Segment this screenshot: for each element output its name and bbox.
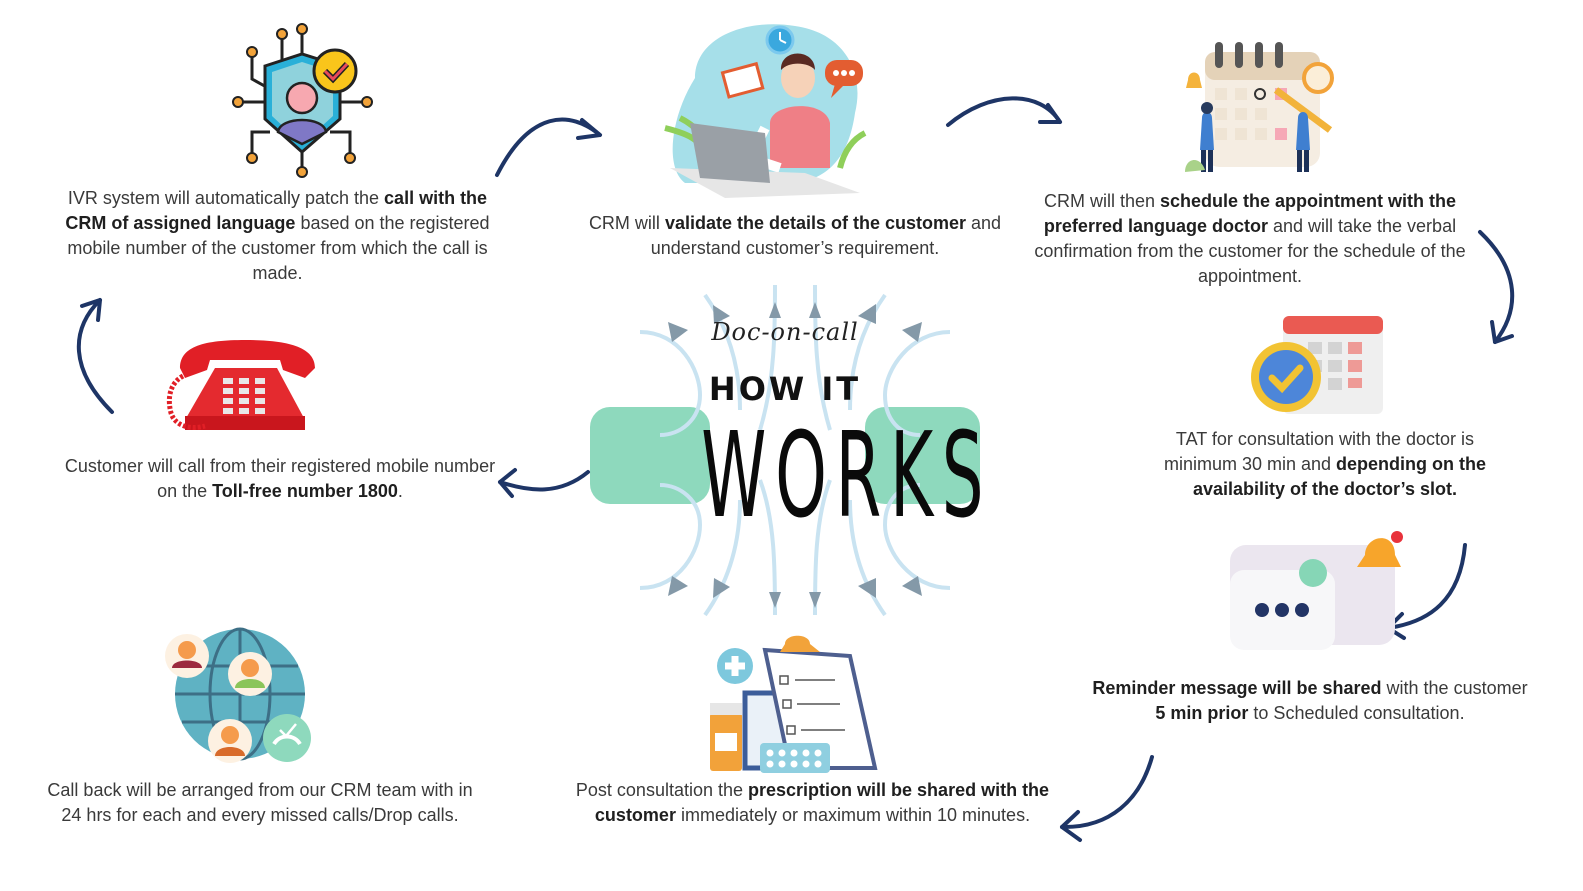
- highlight-text: schedule the appointment with the prefer…: [1043, 191, 1457, 236]
- step-customer-call-text: Customer will call from their registered…: [60, 454, 500, 504]
- body-text: and will take the verbal confirmation fr…: [1034, 216, 1466, 286]
- body-text: and understand customer’s requirement.: [650, 213, 1002, 258]
- flow-line: [639, 483, 703, 590]
- flow-arrowhead: [858, 304, 876, 324]
- step-crm-schedule-text: CRM will then schedule the appointment w…: [1030, 189, 1470, 289]
- flow-arrowhead: [809, 592, 821, 608]
- center-graphic: [580, 280, 990, 620]
- envelope-icon: [720, 61, 765, 99]
- body-text: CRM will: [588, 213, 665, 233]
- calendar-planning-icon: [1180, 40, 1335, 175]
- highlight-text: 5 min prior: [1155, 703, 1249, 723]
- step-callback-text: Call back will be arranged from our CRM …: [45, 778, 475, 828]
- subtitle-doc-on-call: Doc-on-call: [711, 318, 859, 346]
- arrow-crm-to-schedule: [946, 96, 1062, 127]
- flow-arrowhead: [902, 322, 922, 342]
- body-text: immediately or maximum within 10 minutes…: [675, 805, 1031, 825]
- flow-arrowhead: [902, 576, 922, 596]
- flow-line: [848, 293, 887, 411]
- calendar-check-icon: [1248, 310, 1388, 418]
- green-block-right: [865, 407, 980, 504]
- arrow-schedule-to-tat: [1478, 230, 1515, 344]
- highlight-text: call with the CRM of assigned language: [65, 188, 488, 233]
- flow-line: [882, 483, 951, 590]
- step-prescription-text: Post consultation the prescription will …: [575, 778, 1050, 828]
- title-how-it: HOW IT: [708, 370, 862, 408]
- highlight-text: Reminder message will be shared: [1092, 678, 1382, 698]
- flow-line: [813, 284, 832, 431]
- body-text: Post consultation the: [575, 780, 749, 800]
- flow-line: [882, 330, 951, 437]
- title-works: WORKS: [701, 406, 993, 544]
- bell-icon: [1186, 72, 1202, 88]
- flow-lines-decoration: [590, 284, 980, 617]
- highlight-text: validate the details of the customer: [664, 213, 967, 233]
- highlight-text: prescription will be shared with the cus…: [594, 780, 1050, 825]
- globe-people-callback-icon: [162, 626, 314, 766]
- stopwatch-icon: [1302, 62, 1334, 94]
- flow-line: [703, 293, 742, 411]
- step-reminder-text: Reminder message will be shared with the…: [1085, 676, 1535, 726]
- flow-arrowhead: [668, 322, 688, 342]
- flow-arrowhead: [713, 578, 730, 598]
- highlight-text: depending on the availability of the doc…: [1192, 454, 1487, 499]
- body-text: TAT for consultation with the doctor is …: [1163, 429, 1475, 474]
- flow-arrowhead: [769, 302, 781, 318]
- step-ivr-patch-text: IVR system will automatically patch the …: [50, 186, 505, 286]
- body-text: Call back will be arranged from our CRM …: [47, 780, 473, 825]
- highlight-text: Toll-free number 1800: [212, 481, 398, 501]
- message-bell-icon: [1225, 525, 1410, 660]
- flow-arrowhead: [809, 302, 821, 318]
- step-tat-text: TAT for consultation with the doctor is …: [1140, 427, 1510, 502]
- arrow-left-to-ivr: [76, 298, 114, 414]
- telephone-icon: [165, 338, 325, 436]
- chat-bubble-icon: [825, 60, 863, 98]
- flow-line: [848, 499, 887, 617]
- arrow-reminder-to-prescription: [1060, 755, 1154, 842]
- prescription-clipboard-icon: [705, 628, 885, 776]
- flow-arrowhead: [858, 578, 876, 598]
- shield-user-network-icon: [230, 23, 375, 184]
- body-text: CRM will then: [1043, 191, 1160, 211]
- body-text: IVR system will automatically patch the: [67, 188, 385, 208]
- step-crm-validate-text: CRM will validate the details of the cus…: [575, 211, 1015, 261]
- flow-line: [703, 499, 742, 617]
- body-text: based on the registered mobile number of…: [67, 213, 490, 283]
- support-agent-laptop-icon: [655, 18, 870, 208]
- flow-arrowhead: [769, 592, 781, 608]
- body-text: to Scheduled consultation.: [1248, 703, 1465, 723]
- body-text: with the customer: [1381, 678, 1528, 698]
- body-text: Customer will call from their registered…: [64, 456, 496, 501]
- arrow-center-to-customer: [498, 468, 590, 498]
- body-text: .: [397, 481, 403, 501]
- flow-arrowhead: [668, 576, 688, 596]
- flow-line: [639, 330, 703, 437]
- flow-arrowhead: [713, 305, 730, 324]
- flow-line: [758, 284, 777, 431]
- arrow-ivr-to-crm: [495, 117, 602, 177]
